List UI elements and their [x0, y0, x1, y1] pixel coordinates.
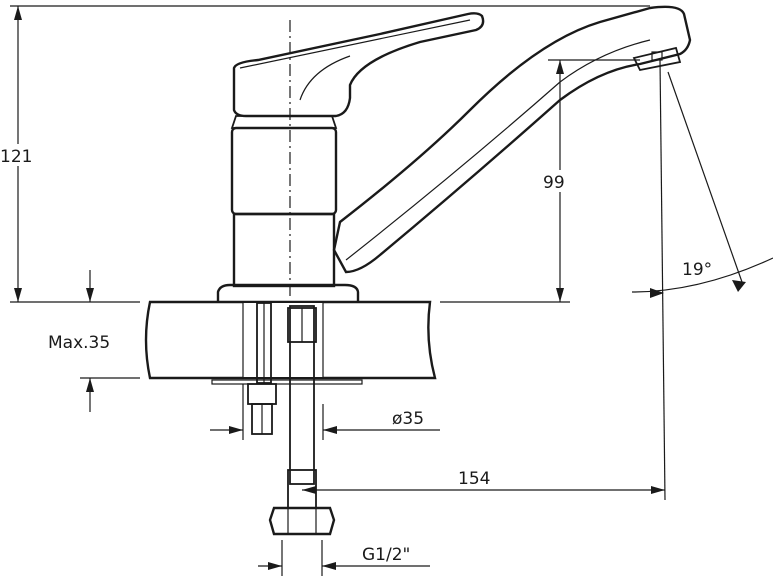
dim-spout-angle: 19°: [631, 59, 773, 501]
aerator: [632, 46, 682, 72]
hose-nut: [268, 506, 336, 536]
dim-label-154: 154: [458, 469, 490, 489]
dim-deck-thickness: Max.35: [48, 270, 140, 412]
dim-label-max35: Max.35: [48, 333, 110, 353]
dim-label-99: 99: [543, 173, 565, 193]
dim-spout-reach: 154: [302, 469, 665, 494]
dim-label-19deg: 19°: [682, 260, 712, 280]
mounting-stud: [211, 302, 363, 435]
dim-spout-height: 99: [440, 59, 640, 303]
flexible-hose: [268, 305, 336, 536]
dim-label-dia35: ø35: [392, 409, 424, 429]
dim-height-overall: 121: [0, 5, 650, 303]
dim-hole-diameter: ø35: [210, 384, 440, 440]
spout: [332, 5, 692, 274]
dim-thread: G1/2": [258, 540, 430, 576]
dim-label-g12: G1/2": [362, 545, 410, 565]
faucet-body: [216, 12, 485, 302]
lever-handle: [232, 12, 485, 118]
dim-label-121: 121: [0, 147, 32, 167]
